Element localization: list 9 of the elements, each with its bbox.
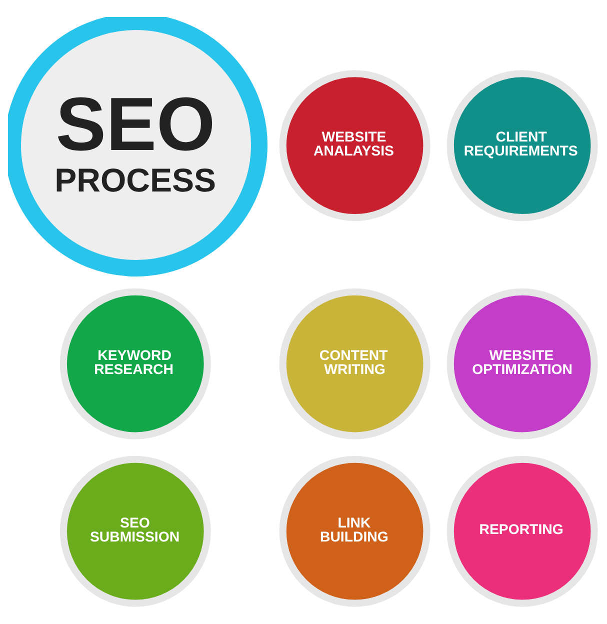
node-circle: WEBSITE ANALAYSIS	[279, 70, 430, 221]
node-circle: LINK BUILDING	[279, 455, 430, 606]
node-circle: CLIENT REQUIREMENTS	[446, 70, 598, 221]
node-circle: REPORTING	[446, 455, 598, 606]
node-circle: SEO SUBMISSION	[60, 455, 211, 606]
node-circle: CONTENT WRITING	[279, 288, 430, 439]
node-circle: WEBSITE OPTIMIZATION	[446, 288, 598, 439]
node-circle: KEYWORD RESEARCH	[60, 288, 211, 439]
node-circle: SEO PROCESS	[8, 16, 268, 276]
